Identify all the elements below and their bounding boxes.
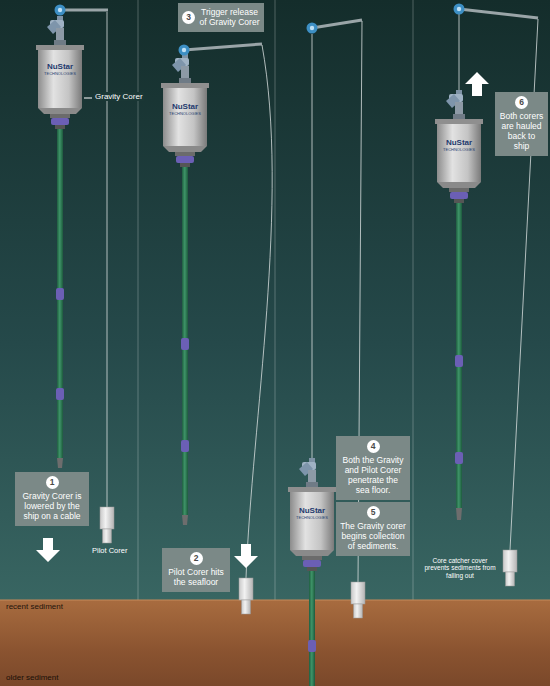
note: Core catcher cover prevents sediments fr… — [420, 557, 500, 579]
callout-number: 4 — [367, 440, 380, 453]
pilot-corer — [503, 550, 517, 586]
callout-box: 5The Gravity corer begins collection of … — [336, 502, 410, 556]
pilot-corer — [100, 507, 114, 543]
gravity-corer — [161, 45, 209, 526]
gravity-corer — [36, 5, 84, 469]
callout-number: 5 — [367, 506, 380, 519]
seafloor-sediment — [0, 600, 550, 686]
logo-text: NuStar — [446, 138, 472, 147]
callout-number: 1 — [46, 476, 59, 489]
callout-box: 4Both the Gravity and Pilot Corer penetr… — [336, 436, 410, 500]
down-arrow — [234, 544, 258, 568]
ship-cables — [60, 9, 538, 582]
callout-text: The Gravity corer begins collection of s… — [340, 521, 406, 551]
up-arrow — [465, 72, 489, 96]
leader-line — [84, 98, 92, 99]
seafloor-line — [0, 600, 550, 601]
gravity-corer — [288, 23, 336, 572]
callout-box: 1Gravity Corer is lowered by the ship on… — [15, 472, 89, 526]
logo-text: NuStar — [299, 506, 325, 515]
gravity-corer-tube — [308, 571, 316, 686]
callout-box: 6Both corers are hauled back to ship — [495, 92, 548, 156]
callout-box: 3 Trigger release of Gravity Corer — [178, 3, 264, 32]
pilot-corer — [239, 578, 253, 614]
callout-box: 2Pilot Corer hits the seafloor — [162, 548, 230, 592]
layer-label: older sediment — [6, 673, 58, 682]
part-label: Gravity Corer — [94, 92, 144, 101]
callout-text: Both the Gravity and Pilot Corer penetra… — [340, 455, 406, 495]
callout-text: Both corers are hauled back to ship — [499, 111, 544, 151]
pilot-corer — [351, 582, 365, 618]
callout-text: Gravity Corer is lowered by the ship on … — [19, 491, 85, 521]
callout-text: Trigger release of Gravity Corer — [199, 7, 260, 27]
logo-text: TECHNOLOGIES — [443, 148, 475, 153]
logo-text: TECHNOLOGIES — [169, 112, 201, 117]
layer-label: recent sediment — [6, 602, 63, 611]
panel-dividers — [138, 0, 413, 600]
callout-number: 6 — [515, 96, 528, 109]
callout-number: 2 — [190, 552, 203, 565]
callout-text: Pilot Corer hits the seafloor — [166, 567, 226, 587]
logo-text: NuStar — [47, 62, 73, 71]
logo-text: TECHNOLOGIES — [44, 72, 76, 77]
part-label: Pilot Corer — [92, 547, 127, 556]
logo-text: TECHNOLOGIES — [296, 516, 328, 521]
callout-number: 3 — [182, 11, 195, 24]
down-arrow — [36, 538, 60, 562]
logo-text: NuStar — [172, 102, 198, 111]
